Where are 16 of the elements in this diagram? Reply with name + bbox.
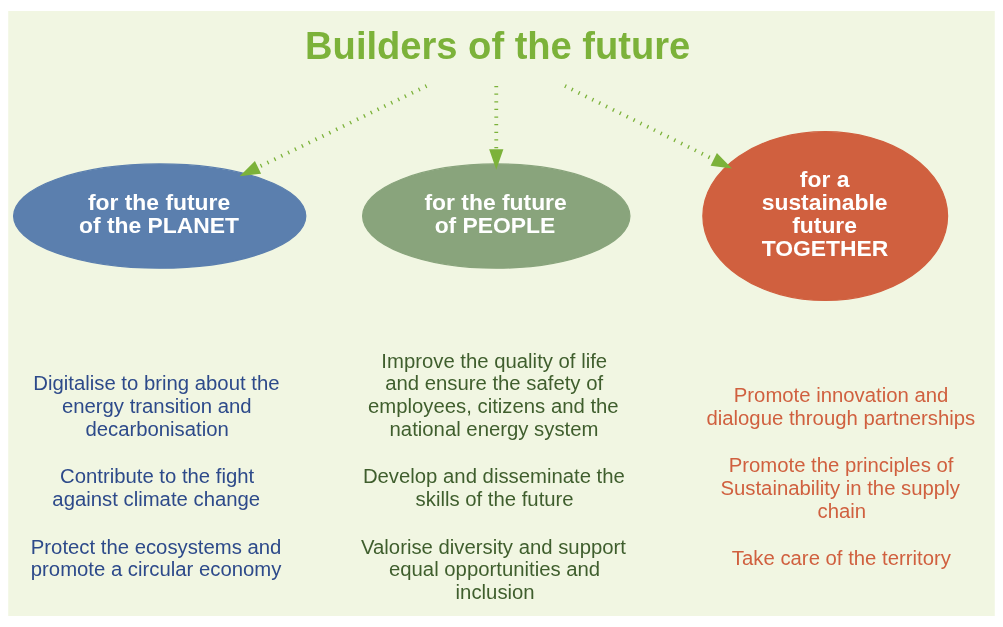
node-label: Protect the ecosystems and promote a circular economy	[30, 535, 282, 581]
node-label: Valorise diversity and support equal opportunities and inclusion	[361, 535, 626, 604]
node-label: Improve the quality of life and ensure the safety of employees, citizens and the national energy system	[367, 349, 619, 441]
arrow	[239, 84, 428, 177]
node-label: Promote the principles of Sustainability in the supply chain	[720, 453, 960, 522]
node-text: Builders of the future	[305, 25, 691, 68]
arrow	[489, 85, 504, 170]
node-label: Develop and disseminate the skills of the future	[362, 465, 625, 511]
node-label: Digitalise to bring about the energy transition and decarbonisation	[33, 372, 280, 441]
node-ellipse: for the future of PEOPLE	[362, 163, 631, 269]
node-label: Promote innovation and dialogue through partnerships	[706, 383, 976, 429]
node-ellipse: for a sustainable future TOGETHER	[702, 131, 949, 302]
arrow	[564, 84, 732, 169]
node-ellipse: for the future of the PLANET	[12, 163, 307, 269]
node-label: Contribute to the fight against climate change	[52, 465, 261, 511]
node-label: Take care of the territory	[731, 546, 951, 569]
